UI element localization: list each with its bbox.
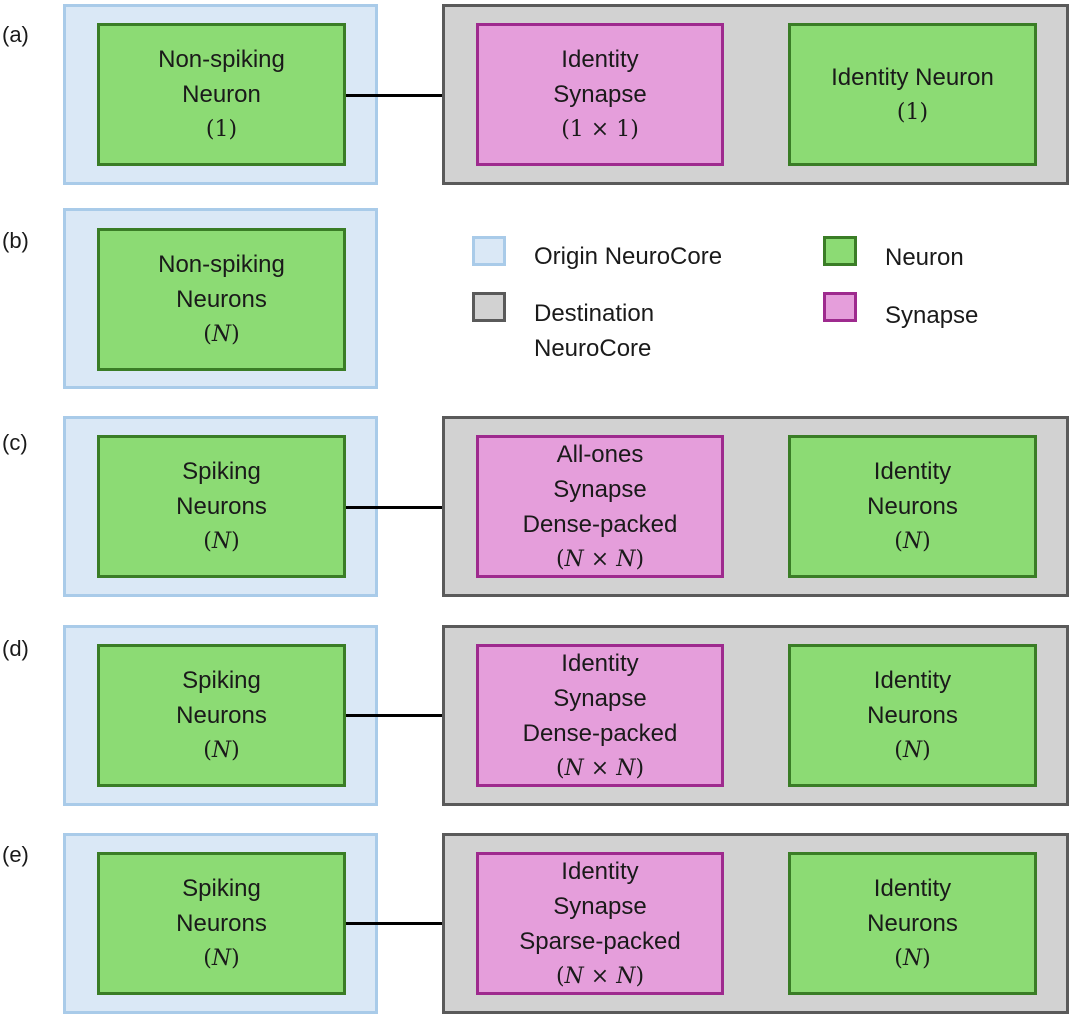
synapse-box-d: Identity Synapse Dense-packed (N × N) <box>476 644 724 787</box>
synapse-dim-value-d: N × N <box>564 755 636 781</box>
synapse-line1-a: Identity <box>561 46 639 73</box>
dest-neuron-line2-d: Neurons <box>867 702 958 729</box>
dest-neuron-dim-e: (N) <box>894 946 931 971</box>
legend-destination-line1: Destination <box>534 300 655 327</box>
origin-neuron-line2-d: Neurons <box>176 702 267 729</box>
row-label-e: (e) <box>2 842 29 867</box>
dest-neuron-dim-a: (1) <box>896 99 929 125</box>
origin-neuron-dim-a: (1) <box>205 117 238 142</box>
synapse-line3-c: Dense-packed <box>522 510 678 538</box>
legend-neuron-label: Neuron <box>885 244 964 271</box>
dest-neuron-line2-e: Neurons <box>867 910 958 937</box>
legend-destination-swatch <box>472 292 506 322</box>
origin-neuron-box-a: Non-spiking Neuron (1) <box>97 23 346 166</box>
row-label-a: (a) <box>2 22 29 47</box>
synapse-dim-value-c: N × N <box>564 546 636 572</box>
synapse-dim-value-e: N × N <box>564 963 636 989</box>
origin-dim-value-e: N <box>211 946 232 971</box>
dest-dim-value-c: N <box>902 529 923 554</box>
legend-origin-label: Origin NeuroCore <box>534 243 723 270</box>
origin-neuron-line1-c: Spiking <box>182 458 261 485</box>
row-label-d: (d) <box>2 636 29 661</box>
origin-neuron-line1-e: Spiking <box>182 875 261 902</box>
origin-neuron-line2-b: Neurons <box>176 286 267 313</box>
synapse-line1-c: All-ones <box>556 440 644 468</box>
dest-neuron-line1-e: Identity <box>873 875 952 902</box>
synapse-dim-c: (N × N) <box>555 546 645 572</box>
synapse-box-c: All-ones Synapse Dense-packed (N × N) <box>476 435 724 578</box>
dest-dim-value-e: N <box>902 946 923 971</box>
origin-neuron-box-d: Spiking Neurons (N) <box>97 644 346 787</box>
synapse-box-e: Identity Synapse Sparse-packed (N × N) <box>476 852 724 995</box>
origin-dim-value-c: N <box>211 529 232 554</box>
synapse-line1-e: Identity <box>561 857 639 885</box>
origin-neuron-line2-e: Neurons <box>176 910 267 937</box>
synapse-box-a: Identity Synapse (1 × 1) <box>476 23 724 166</box>
origin-neuron-line2-c: Neurons <box>176 493 267 520</box>
origin-dim-value-a: 1 <box>214 117 229 142</box>
dest-neuron-line1-c: Identity <box>873 458 952 485</box>
dest-neuron-line1-d: Identity <box>873 667 952 694</box>
origin-neuron-dim-d: (N) <box>203 738 240 763</box>
synapse-dim-e: (N × N) <box>555 963 645 989</box>
dest-neuron-dim-c: (N) <box>894 529 931 554</box>
legend-destination-label: Destination NeuroCore <box>534 296 654 366</box>
origin-neuron-dim-e: (N) <box>203 946 240 971</box>
legend-destination-line2: NeuroCore <box>534 335 652 362</box>
synapse-line2-c: Synapse <box>553 475 647 503</box>
dest-dim-value-a: 1 <box>905 99 920 125</box>
dest-neuron-dim-d: (N) <box>894 738 931 763</box>
origin-neuron-line1-b: Non-spiking <box>158 251 285 278</box>
legend-synapse-label: Synapse <box>885 302 979 329</box>
origin-neuron-dim-c: (N) <box>203 529 240 554</box>
dest-neuron-box-a: Identity Neuron (1) <box>788 23 1037 166</box>
origin-neuron-box-c: Spiking Neurons (N) <box>97 435 346 578</box>
legend-synapse-swatch <box>823 292 857 322</box>
origin-neuron-box-b: Non-spiking Neurons (N) <box>97 228 346 371</box>
dest-neuron-line2-c: Neurons <box>867 493 958 520</box>
dest-neuron-box-d: Identity Neurons (N) <box>788 644 1037 787</box>
legend-neuron-swatch <box>823 236 857 266</box>
synapse-line2-a: Synapse <box>553 81 647 108</box>
synapse-dim-a: (1 × 1) <box>561 117 639 142</box>
synapse-line2-d: Synapse <box>553 684 647 712</box>
origin-dim-value-d: N <box>211 738 232 763</box>
origin-neuron-line2-a: Neuron <box>182 81 261 108</box>
dest-neuron-box-c: Identity Neurons (N) <box>788 435 1037 578</box>
origin-neuron-dim-b: (N) <box>203 322 240 347</box>
legend-origin-swatch <box>472 236 506 266</box>
origin-dim-value-b: N <box>211 322 232 347</box>
origin-neuron-line1-a: Non-spiking <box>158 46 285 73</box>
synapse-line1-d: Identity <box>561 649 639 677</box>
origin-neuron-box-e: Spiking Neurons (N) <box>97 852 346 995</box>
origin-neuron-line1-d: Spiking <box>182 667 261 694</box>
dest-dim-value-d: N <box>902 738 923 763</box>
dest-neuron-line1-a: Identity Neuron <box>831 63 994 91</box>
synapse-line2-e: Synapse <box>553 892 647 920</box>
row-label-c: (c) <box>2 430 28 455</box>
dest-neuron-box-e: Identity Neurons (N) <box>788 852 1037 995</box>
row-label-b: (b) <box>2 228 29 253</box>
synapse-line3-e: Sparse-packed <box>519 927 681 955</box>
synapse-dim-d: (N × N) <box>555 755 645 781</box>
synapse-dim-value-a: 1 × 1 <box>569 117 631 142</box>
synapse-line3-d: Dense-packed <box>522 719 678 747</box>
